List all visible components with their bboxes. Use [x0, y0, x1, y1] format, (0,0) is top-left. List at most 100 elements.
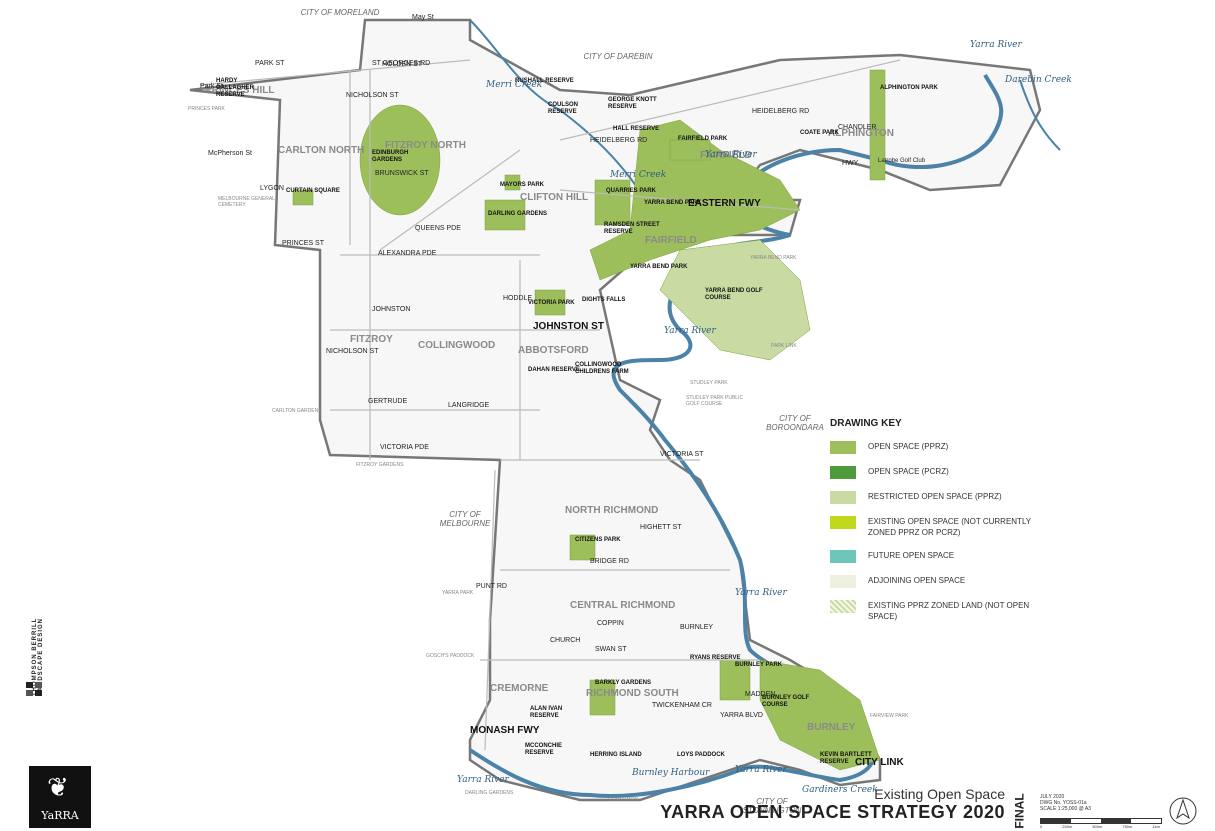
- map-label-nicholson-st-n: NICHOLSON ST: [346, 92, 399, 99]
- map-subtitle: Existing Open Space: [874, 786, 1005, 802]
- map-label-curtain-sq: CURTAIN SQUARE: [286, 188, 340, 194]
- final-stamp: FINAL: [1012, 792, 1027, 829]
- map-label-mcconchie: MCCONCHIE RESERVE: [525, 743, 562, 756]
- map-label-dights: DIGHTS FALLS: [582, 297, 626, 303]
- map-label-yarra-r6: Yarra River: [457, 775, 509, 785]
- key-item: EXISTING PPRZ ZONED LAND (Not open space…: [830, 600, 1060, 622]
- map-label-ryans: RYANS RESERVE: [690, 655, 741, 661]
- map-label-coulson: COULSON RESERVE: [548, 102, 578, 115]
- map-label-quarries: QUARRIES PARK: [606, 188, 656, 194]
- title-block: Existing Open Space YARRA OPEN SPACE STR…: [660, 786, 1005, 823]
- drawing-date: JULY 2020: [1040, 794, 1065, 800]
- map-label-gardiners: Gardiners Creek: [802, 785, 878, 795]
- victoria-park: [534, 289, 566, 316]
- map-label-princes-park: PRINCES PARK: [188, 106, 225, 112]
- map-label-city-link: CITY LINK: [855, 757, 904, 768]
- map-label-clifton-hill: CLIFTON HILL: [520, 192, 589, 203]
- map-label-heidelberg-rd2: HEIDELBERG RD: [590, 137, 648, 144]
- key-label: RESTRICTED OPEN SPACE (PPRZ): [868, 492, 1002, 501]
- map-label-burnley-st: BURNLEY: [680, 624, 714, 631]
- map-label-goschs: GOSCH'S PADDOCK: [426, 653, 475, 659]
- map-label-dahan: DAHAN RESERVE: [528, 367, 580, 373]
- map-label-fitzroy-gardens: FITZROY GARDENS: [356, 462, 404, 468]
- key-swatch: [830, 491, 856, 504]
- map-label-victoria-pde: VICTORIA PDE: [380, 444, 429, 451]
- map-label-darling: DARLING GARDENS: [488, 211, 548, 217]
- map-label-merri-creek: Merri Creek: [486, 80, 543, 90]
- scale-tick: 0: [1040, 824, 1043, 829]
- scale-ticks: 0 250m 500m 750m 1km: [1040, 824, 1160, 829]
- scale-tick: 250m: [1062, 824, 1073, 829]
- drawing-key-title: DRAWING KEY: [830, 418, 902, 429]
- map-label-burnley-harbour: Burnley Harbour: [632, 768, 710, 778]
- map-label-collingwood: COLLINGWOOD: [418, 340, 496, 351]
- alphington-park: [869, 69, 886, 181]
- map-label-burnley-golf: BURNLEY GOLF COURSE: [762, 695, 810, 708]
- map-label-chandler: CHANDLER: [838, 124, 877, 131]
- key-label: FUTURE OPEN SPACE: [868, 551, 955, 560]
- map-label-city-boroondara: CITY OF BOROONDARA: [766, 414, 824, 432]
- map-label-hoddle: HODDLE: [503, 295, 533, 302]
- key-item: OPEN SPACE (PPRZ): [830, 441, 1060, 454]
- map-label-yarra-blvd: YARRA BLVD: [720, 712, 763, 719]
- map-label-citizens: CITIZENS PARK: [575, 537, 621, 543]
- map-label-bridge-rd: BRIDGE RD: [590, 558, 629, 565]
- city-of-yarra-logo: ❦ YaRRA: [29, 766, 91, 828]
- key-label: EXISTING OPEN SPACE (Not currently zoned…: [868, 517, 1031, 537]
- map-label-north-richmond: NORTH RICHMOND: [565, 505, 659, 516]
- map-label-park-st-w: Park St: [200, 83, 223, 90]
- key-item: RESTRICTED OPEN SPACE (PPRZ): [830, 491, 1060, 504]
- map-label-darebin: Darebin Creek: [1005, 75, 1072, 85]
- map-label-johnston: JOHNSTON: [372, 306, 411, 313]
- map-label-richmond-south: RICHMOND SOUTH: [586, 688, 679, 699]
- map-label-barkly: BARKLY GARDENS: [595, 680, 652, 686]
- map-label-park-st: PARK ST: [255, 60, 285, 67]
- map-label-coppin: COPPIN: [597, 620, 624, 627]
- scale-tick: 1km: [1152, 824, 1160, 829]
- map-label-queens-pde: QUEENS PDE: [415, 225, 461, 232]
- map-label-twickenham: TWICKENHAM CR: [652, 702, 712, 709]
- key-label: OPEN SPACE (PPRZ): [868, 442, 949, 451]
- map-label-kevin-bartlett: KEVIN BARTLETT RESERVE: [820, 752, 872, 765]
- map-label-george-knott: GEORGE KNOTT RESERVE: [608, 97, 657, 110]
- map-label-alexandra-pde: ALEXANDRA PDE: [378, 250, 437, 257]
- key-swatch: [830, 600, 856, 613]
- map-label-yarra-r4: Yarra River: [735, 588, 787, 598]
- map-label-city-stonnington: CITY OF STONNINGTON: [742, 797, 802, 815]
- barkly-gardens: [589, 679, 616, 716]
- drawing-key: DRAWING KEY OPEN SPACE (PPRZ)OPEN SPACE …: [830, 418, 1060, 634]
- map-label-nicholson-st: NICHOLSON ST: [326, 348, 379, 355]
- key-swatch: [830, 575, 856, 588]
- key-swatch: [830, 466, 856, 479]
- map-label-johnston-st: JOHNSTON ST: [533, 321, 604, 332]
- drawing-number: DWG No. YOSS-01a: [1040, 800, 1087, 806]
- map-label-ramsden: RAMSDEN STREET RESERVE: [604, 222, 660, 235]
- map-label-st-georges: ST GEORGES RD: [372, 60, 431, 67]
- map-label-fairfield: FAIRFIELD: [700, 150, 752, 161]
- map-label-princes-st: PRINCES ST: [282, 240, 325, 247]
- scale-tick: 500m: [1092, 824, 1103, 829]
- key-label: OPEN SPACE (PCRZ): [868, 467, 949, 476]
- scale-tick: 750m: [1122, 824, 1133, 829]
- map-label-yarra-r5: Yarra River: [735, 765, 787, 775]
- map-label-loys: LOYS PADDOCK: [677, 752, 725, 758]
- map-label-victoria-st: VICTORIA ST: [660, 451, 704, 458]
- map-label-hardy-gallagher: HARDY GALLAGHER RESERVE: [216, 78, 254, 98]
- map-label-cremorne: CREMORNE: [490, 683, 549, 694]
- map-label-melbourne-cemetery: MELBOURNE GENERAL CEMETERY: [218, 196, 275, 208]
- map-label-latrobe-golf: Latrobe Golf Club: [878, 158, 926, 164]
- final-label: FINAL: [1012, 793, 1027, 829]
- burnley-golf: [759, 659, 881, 771]
- map-label-park-link: PARK LINK: [771, 343, 797, 349]
- drawing-key-items: OPEN SPACE (PPRZ) OPEN SPACE (PCRZ) RESTRI…: [830, 441, 1060, 622]
- map-label-yarra-r3: Yarra River: [664, 326, 716, 336]
- key-item: EXISTING OPEN SPACE (Not currently zoned…: [830, 516, 1060, 538]
- key-label: EXISTING PPRZ ZONED LAND (Not open space…: [868, 601, 1030, 621]
- quarries-park: [594, 179, 631, 226]
- map-label-studley: STUDLEY PARK: [690, 380, 728, 386]
- yarra-river: [468, 73, 1004, 798]
- map-label-alphington-park: ALPHINGTON PARK: [880, 85, 938, 91]
- map-label-yarra-r1: Yarra River: [705, 150, 757, 160]
- map-label-rushall: RUSHALL RESERVE: [515, 78, 574, 84]
- map-label-kane: YARRA BEND PARK: [750, 255, 797, 261]
